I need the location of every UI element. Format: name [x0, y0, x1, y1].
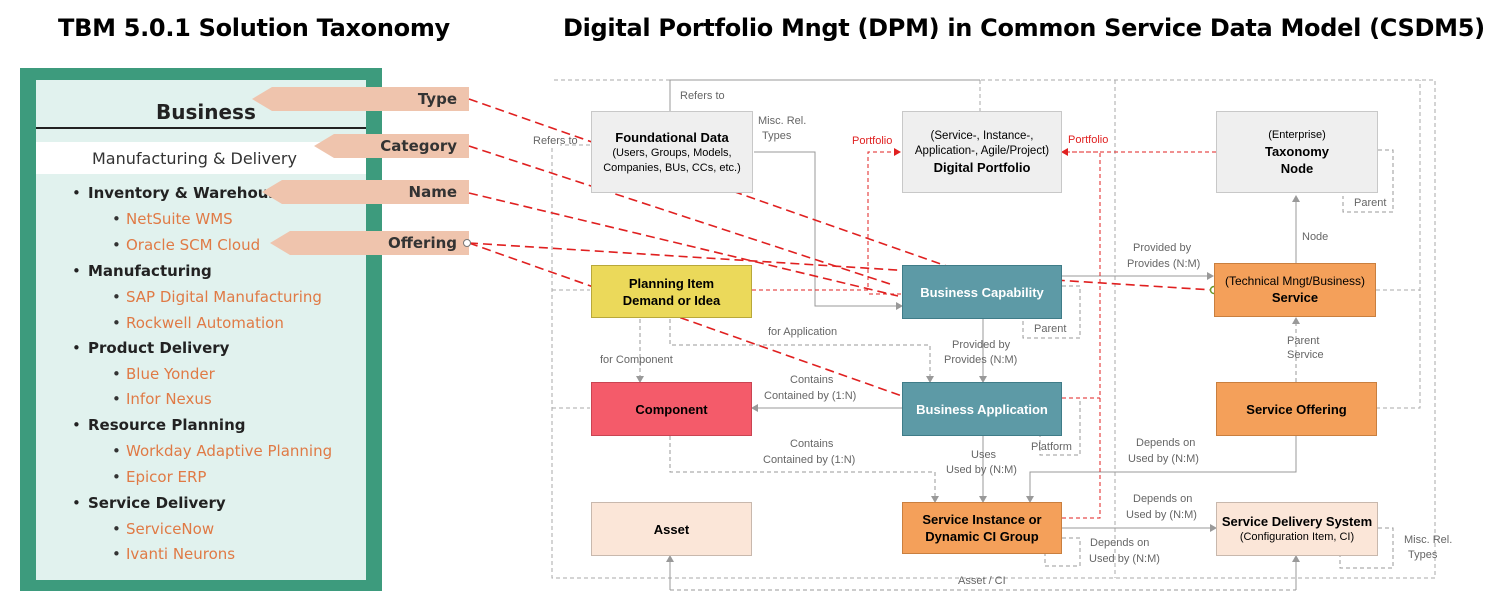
taxonomy-category-value: Manufacturing & Delivery	[92, 149, 297, 168]
planning-item-box: Planning Item Demand or Idea	[591, 265, 752, 318]
planning-item-title: Planning Item	[628, 275, 715, 291]
relation-label: Asset / CI	[958, 575, 1006, 587]
offering-tag: Offering	[270, 231, 469, 255]
taxonomy-name: Resource Planning	[72, 416, 245, 434]
relation-label: Misc. Rel.	[1404, 534, 1453, 546]
relation-label: Refers to	[680, 90, 725, 102]
taxonomy-offering: Ivanti Neurons	[112, 545, 235, 563]
taxonomy-offering: ServiceNow	[112, 520, 214, 538]
relation-label: Uses	[971, 449, 997, 461]
category-tag: Category	[314, 134, 469, 158]
relation-label: Node	[1302, 231, 1329, 243]
relation-label: Contains	[790, 374, 834, 386]
portfolio-label: Portfolio	[852, 135, 893, 147]
relation-label: Refers to	[533, 135, 578, 147]
relation-label: Contained by (1:N)	[764, 390, 857, 402]
name-tag: Name	[262, 180, 469, 204]
taxonomy-offering: NetSuite WMS	[112, 210, 233, 228]
taxonomy-node-title: Taxonomy	[1264, 143, 1330, 159]
relation-label: Depends on	[1090, 537, 1150, 549]
digital-portfolio-detail: (Service-, Instance-, Application-, Agil…	[914, 129, 1050, 157]
taxonomy-offering: Epicor ERP	[112, 468, 207, 486]
taxonomy-divider	[36, 127, 366, 129]
relation-label: Provides (N:M)	[1127, 258, 1201, 270]
component-title: Component	[635, 401, 708, 417]
business-application-box: Business Application	[902, 382, 1062, 436]
relation-label: Provides (N:M)	[944, 354, 1018, 366]
service-delivery-system-title: Service Delivery System	[1221, 514, 1373, 529]
service-delivery-system-detail: (Configuration Item, CI)	[1239, 531, 1355, 543]
service-instance-title: Dynamic CI Group	[925, 529, 1039, 544]
foundational-data-detail: (Users, Groups, Models, Companies, BUs, …	[603, 146, 741, 174]
relation-label: Types	[1408, 549, 1438, 561]
digital-portfolio-title: Digital Portfolio	[933, 159, 1031, 175]
relation-label: Service	[1287, 349, 1324, 361]
relation-label: Parent	[1034, 323, 1067, 335]
taxonomy-node-title: Node	[1280, 160, 1314, 176]
component-box: Component	[591, 382, 752, 436]
asset-title: Asset	[653, 521, 690, 537]
taxonomy-node-box: (Enterprise) Taxonomy Node	[1216, 111, 1378, 193]
business-application-title: Business Application	[916, 401, 1048, 417]
service-instance-title: Service Instance or	[922, 512, 1042, 527]
taxonomy-offering: Oracle SCM Cloud	[112, 236, 260, 254]
relation-label: Depends on	[1136, 437, 1196, 449]
taxonomy-name: Product Delivery	[72, 339, 229, 357]
relation-label: Parent	[1354, 197, 1387, 209]
service-title: Service	[1271, 290, 1319, 305]
relation-label: for Application	[768, 326, 838, 338]
taxonomy-offering: Workday Adaptive Planning	[112, 442, 332, 460]
type-tag: Type	[252, 87, 469, 111]
business-capability-box: Business Capability	[902, 265, 1062, 319]
relation-label: Provided by	[952, 339, 1011, 351]
business-capability-title: Business Capability	[920, 284, 1044, 300]
service-delivery-system-box: Service Delivery System (Configuration I…	[1216, 502, 1378, 556]
relation-label: Misc. Rel.	[758, 115, 807, 127]
service-detail: (Technical Mngt/Business)	[1224, 274, 1366, 288]
relation-label: Platform	[1031, 441, 1072, 453]
tbm-title: TBM 5.0.1 Solution Taxonomy	[58, 14, 450, 42]
taxonomy-offering: Infor Nexus	[112, 390, 212, 408]
relation-label: Contained by (1:N)	[763, 454, 856, 466]
taxonomy-name: Inventory & Warehousing	[72, 184, 304, 202]
relation-label: Used by (N:M)	[946, 464, 1017, 476]
dpm-title: Digital Portfolio Mngt (DPM) in Common S…	[563, 14, 1485, 42]
relation-label: Contains	[790, 438, 834, 450]
service-offering-title: Service Offering	[1246, 401, 1347, 417]
relation-label: Types	[762, 130, 792, 142]
portfolio-label: Portfolio	[1068, 134, 1109, 146]
taxonomy-name: Manufacturing	[72, 262, 212, 280]
taxonomy-type-value: Business	[156, 100, 256, 124]
digital-portfolio-box: (Service-, Instance-, Application-, Agil…	[902, 111, 1062, 193]
relation-label: Provided by	[1133, 242, 1192, 254]
relation-label: Parent	[1287, 335, 1320, 347]
relation-label: Depends on	[1133, 493, 1193, 505]
taxonomy-offering: Blue Yonder	[112, 365, 215, 383]
relation-label: Used by (N:M)	[1126, 509, 1197, 521]
relation-label: for Component	[600, 354, 673, 366]
service-instance-box: Service Instance or Dynamic CI Group	[902, 502, 1062, 554]
taxonomy-content: Business Manufacturing & Delivery Invent…	[36, 80, 366, 580]
taxonomy-name: Service Delivery	[72, 494, 226, 512]
taxonomy-panel: Business Manufacturing & Delivery Invent…	[20, 68, 382, 591]
foundational-data-title: Foundational Data	[615, 129, 729, 145]
planning-item-title: Demand or Idea	[622, 292, 721, 308]
service-box: (Technical Mngt/Business) Service	[1214, 263, 1376, 317]
taxonomy-offering: Rockwell Automation	[112, 314, 284, 332]
taxonomy-node-detail: (Enterprise)	[1268, 128, 1326, 141]
service-offering-box: Service Offering	[1216, 382, 1377, 436]
asset-box: Asset	[591, 502, 752, 556]
foundational-data-box: Foundational Data (Users, Groups, Models…	[591, 111, 753, 193]
taxonomy-category-band: Manufacturing & Delivery	[36, 142, 366, 174]
taxonomy-offering: SAP Digital Manufacturing	[112, 288, 322, 306]
relation-label: Used by (N:M)	[1089, 553, 1160, 565]
relation-label: Used by (N:M)	[1128, 453, 1199, 465]
